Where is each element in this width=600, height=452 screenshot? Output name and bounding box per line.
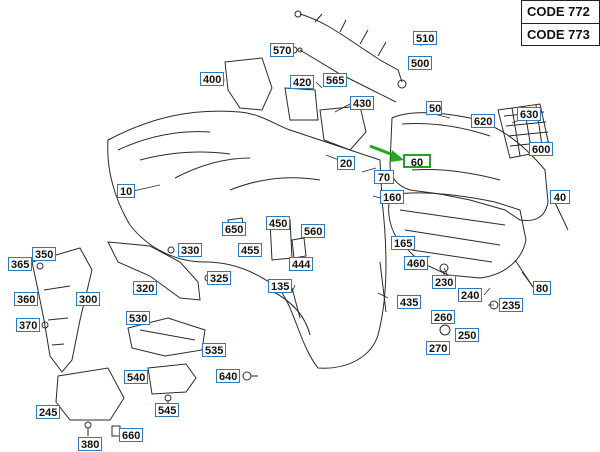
wiring-harness <box>294 10 407 103</box>
callout-160[interactable]: 160 <box>380 190 404 204</box>
highlight-arrow <box>369 144 404 162</box>
callout-650[interactable]: 650 <box>222 222 246 236</box>
callout-240[interactable]: 240 <box>458 288 482 302</box>
callout-420[interactable]: 420 <box>290 75 314 89</box>
callout-565[interactable]: 565 <box>323 73 347 87</box>
strip-135 <box>291 287 301 319</box>
callout-640[interactable]: 640 <box>216 369 240 383</box>
strip-435 <box>379 261 387 313</box>
callout-500[interactable]: 500 <box>408 56 432 70</box>
callout-165[interactable]: 165 <box>391 236 415 250</box>
callout-545[interactable]: 545 <box>155 403 179 417</box>
callout-400[interactable]: 400 <box>200 72 224 86</box>
callout-630[interactable]: 630 <box>517 107 541 121</box>
callout-20[interactable]: 20 <box>337 156 355 170</box>
lower-diffuser <box>389 112 549 221</box>
callout-535[interactable]: 535 <box>202 343 226 357</box>
callout-80[interactable]: 80 <box>533 281 551 295</box>
callout-570[interactable]: 570 <box>270 43 294 57</box>
callout-444[interactable]: 444 <box>289 257 313 271</box>
callout-300[interactable]: 300 <box>76 292 100 306</box>
callout-270[interactable]: 270 <box>426 341 450 355</box>
callout-450[interactable]: 450 <box>266 216 290 230</box>
callout-660[interactable]: 660 <box>119 428 143 442</box>
callout-365[interactable]: 365 <box>8 257 32 271</box>
callout-245[interactable]: 245 <box>36 405 60 419</box>
callout-60[interactable]: 60 <box>403 154 431 169</box>
left-bracket <box>31 241 201 373</box>
callout-135[interactable]: 135 <box>268 279 292 293</box>
callout-10[interactable]: 10 <box>117 184 135 198</box>
callout-510[interactable]: 510 <box>413 31 437 45</box>
callout-260[interactable]: 260 <box>431 310 455 324</box>
callout-70[interactable]: 70 <box>374 170 394 184</box>
callout-600[interactable]: 600 <box>529 142 553 156</box>
callout-50[interactable]: 50 <box>426 101 442 115</box>
callout-560[interactable]: 560 <box>301 224 325 238</box>
callout-250[interactable]: 250 <box>455 328 479 342</box>
callout-40[interactable]: 40 <box>550 190 570 204</box>
callout-430[interactable]: 430 <box>350 96 374 110</box>
callout-230[interactable]: 230 <box>432 275 456 289</box>
bumper-cover <box>107 110 387 369</box>
callout-380[interactable]: 380 <box>78 437 102 451</box>
callout-330[interactable]: 330 <box>178 243 202 257</box>
callout-460[interactable]: 460 <box>404 256 428 270</box>
code-table: CODE 772 CODE 773 <box>521 0 600 46</box>
callout-540[interactable]: 540 <box>124 370 148 384</box>
callout-455[interactable]: 455 <box>238 243 262 257</box>
callout-530[interactable]: 530 <box>126 311 150 325</box>
callout-235[interactable]: 235 <box>499 298 523 312</box>
callout-350[interactable]: 350 <box>32 247 56 261</box>
callout-360[interactable]: 360 <box>14 292 38 306</box>
callout-325[interactable]: 325 <box>207 271 231 285</box>
code-row: CODE 772 <box>522 1 599 24</box>
callout-370[interactable]: 370 <box>16 318 40 332</box>
callout-435[interactable]: 435 <box>397 295 421 309</box>
code-row: CODE 773 <box>527 27 590 42</box>
lower-left-cover <box>55 363 197 421</box>
callout-320[interactable]: 320 <box>133 281 157 295</box>
callout-620[interactable]: 620 <box>471 114 495 128</box>
